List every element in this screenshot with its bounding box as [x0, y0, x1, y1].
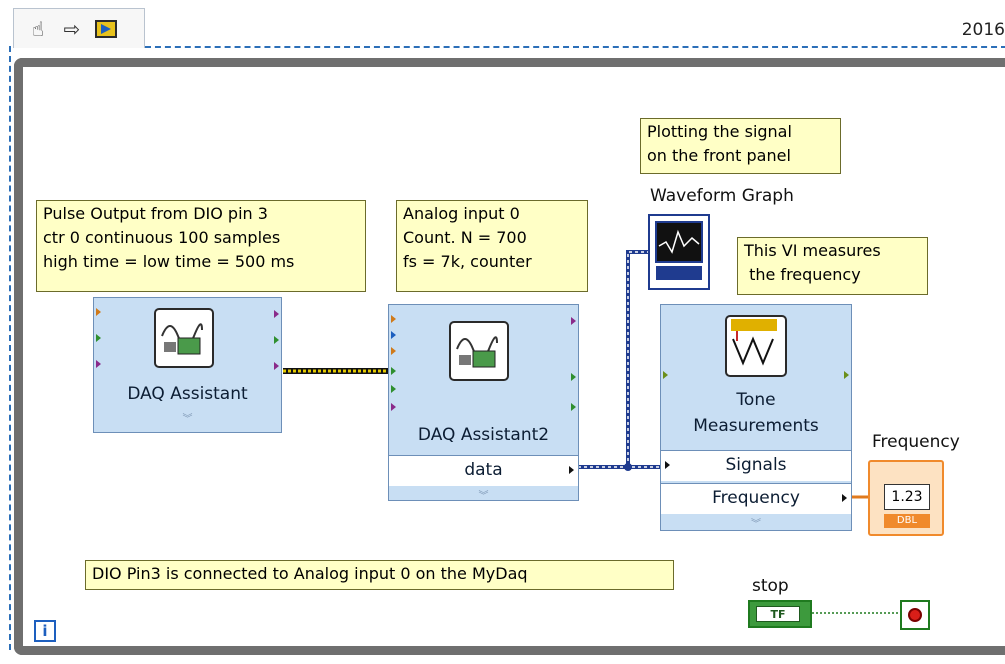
loop-condition-terminal[interactable]: [900, 600, 930, 630]
signals-input-terminal[interactable]: [665, 461, 670, 469]
run-highlight-icon[interactable]: [94, 17, 118, 41]
daq-data-output-row[interactable]: data: [389, 455, 578, 486]
input-terminal[interactable]: [391, 347, 396, 355]
input-terminal[interactable]: [96, 334, 101, 342]
signals-input-label: Signals: [725, 455, 787, 475]
iteration-terminal[interactable]: i: [34, 620, 56, 642]
frequency-output-row[interactable]: Frequency: [661, 483, 851, 514]
input-terminal[interactable]: [96, 308, 101, 316]
input-terminal[interactable]: [96, 360, 101, 368]
stop-control-label: stop: [752, 576, 789, 596]
stop-if-true-icon: [908, 608, 922, 622]
input-terminal[interactable]: [391, 385, 396, 393]
input-terminal[interactable]: [391, 403, 396, 411]
note-plotting: Plotting the signal on the front panel: [640, 118, 841, 174]
version-label: 2016: [961, 20, 1005, 40]
waveform-graph-icon: [655, 221, 703, 280]
input-terminal[interactable]: [663, 371, 668, 379]
structure-border-left: [9, 46, 11, 650]
frequency-output-label: Frequency: [712, 488, 800, 508]
output-terminal[interactable]: [274, 310, 279, 318]
diagram-toolbar: ☝ ⇨: [13, 8, 145, 48]
while-loop[interactable]: [14, 58, 1005, 655]
output-terminal[interactable]: [571, 403, 576, 411]
frequency-indicator-label: Frequency: [872, 432, 960, 452]
stop-type-badge: TF: [756, 606, 800, 622]
expand-chevron-icon[interactable]: ︾: [478, 491, 489, 502]
waveform-graph-terminal[interactable]: [648, 214, 710, 290]
note-connection: DIO Pin3 is connected to Analog input 0 …: [85, 560, 674, 590]
hand-icon[interactable]: ☝: [31, 16, 45, 41]
data-output-label: data: [464, 460, 503, 480]
frequency-value-display: 1.23: [884, 484, 930, 510]
input-terminal[interactable]: [391, 315, 396, 323]
note-pulse-output: Pulse Output from DIO pin 3 ctr 0 contin…: [36, 200, 366, 292]
daq-assistant2-node[interactable]: DAQ Assistant2 data ︾: [388, 304, 579, 502]
output-terminal[interactable]: [844, 371, 849, 379]
waveform-graph-label: Waveform Graph: [650, 186, 794, 206]
expand-chevron-icon[interactable]: ︾: [182, 414, 193, 425]
note-analog-input: Analog input 0 Count. N = 700 fs = 7k, c…: [396, 200, 588, 292]
tone-measurements-icon: [725, 315, 787, 377]
daq-assistant2-label: DAQ Assistant2: [417, 425, 550, 445]
daq-assistant-node[interactable]: DAQ Assistant ︾: [93, 297, 282, 433]
arrow-icon[interactable]: ⇨: [63, 16, 81, 41]
data-output-terminal[interactable]: [569, 466, 574, 474]
signals-input-row[interactable]: Signals: [661, 450, 851, 481]
expand-chevron-icon[interactable]: ︾: [751, 519, 761, 530]
output-terminal[interactable]: [571, 373, 576, 381]
stop-control-terminal[interactable]: TF: [748, 600, 812, 628]
structure-border-top: [145, 46, 1005, 48]
tone-measurements-label: Tone Measurements: [693, 390, 819, 436]
frequency-output-terminal[interactable]: [842, 494, 847, 502]
note-measures: This VI measures the frequency: [737, 237, 928, 295]
tone-measurements-node[interactable]: Tone Measurements Signals Frequency ︾: [660, 304, 852, 531]
daq-assistant-icon: [154, 308, 214, 368]
daq-assistant-label: DAQ Assistant: [127, 384, 248, 404]
output-terminal[interactable]: [274, 362, 279, 370]
input-terminal[interactable]: [391, 367, 396, 375]
input-terminal[interactable]: [391, 331, 396, 339]
frequency-indicator-terminal[interactable]: 1.23 DBL: [868, 460, 944, 536]
output-terminal[interactable]: [274, 336, 279, 344]
daq-assistant2-icon: [449, 321, 509, 381]
output-terminal[interactable]: [571, 317, 576, 325]
frequency-type-badge: DBL: [884, 514, 930, 528]
